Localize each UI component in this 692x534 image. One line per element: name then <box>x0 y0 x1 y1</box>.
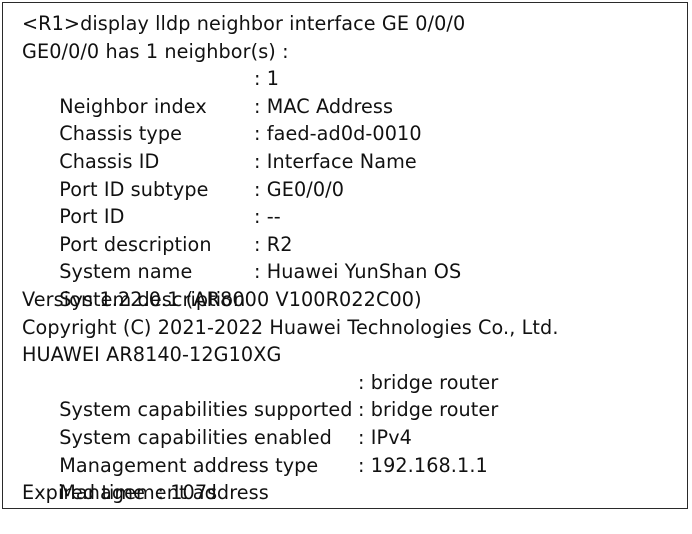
field-row-management-address-type: Management address type : IPv4 <box>22 424 559 477</box>
field-key: Management address type <box>59 453 319 477</box>
field-key: Management address <box>59 481 269 505</box>
field-row-capabilities-enabled: System capabilities enabled : bridge rout… <box>22 396 559 449</box>
field-key: System description <box>59 287 246 311</box>
field-key: System capabilities enabled <box>59 425 332 449</box>
field-key: Chassis ID <box>59 149 160 173</box>
field-row-chassis-id: Chassis ID : faed-ad0d-0010 <box>22 120 559 173</box>
field-value: : bridge router <box>358 398 499 422</box>
field-key: Port ID subtype <box>59 177 209 201</box>
field-value: : Interface Name <box>254 149 417 173</box>
field-value: : bridge router <box>358 370 499 394</box>
field-key: System capabilities supported <box>59 398 353 422</box>
field-row-port-description: Port description : -- <box>22 203 559 256</box>
field-key: Port ID <box>59 205 125 229</box>
field-value: : 192.168.1.1 <box>358 453 488 477</box>
lldp-neighbor-output: <R1>display lldp neighbor interface GE 0… <box>22 10 559 507</box>
field-key: Neighbor index <box>59 94 207 118</box>
terminal-output-panel: <R1>display lldp neighbor interface GE 0… <box>2 2 688 509</box>
field-value: : -- <box>254 205 281 229</box>
field-value: : 1 <box>254 67 280 91</box>
field-row-system-name: System name : R2 <box>22 231 559 284</box>
field-row-capabilities-supported: System capabilities supported: bridge ro… <box>22 369 559 422</box>
description-model-line: HUAWEI AR8140-12G10XG <box>22 343 282 367</box>
field-value: : faed-ad0d-0010 <box>254 122 422 146</box>
field-value: : GE0/0/0 <box>254 177 345 201</box>
field-row-chassis-type: Chassis type : MAC Address <box>22 93 559 146</box>
field-row-port-id-subtype: Port ID subtype : Interface Name <box>22 148 559 201</box>
field-value: : IPv4 <box>358 425 412 449</box>
expired-time-line: Expired time : 107s <box>22 481 218 505</box>
field-value: : Huawei YunShan OS <box>254 260 462 284</box>
field-value: : MAC Address <box>254 94 394 118</box>
field-key: System name <box>59 260 193 284</box>
field-row-port-id: Port ID : GE0/0/0 <box>22 176 559 229</box>
field-key: Port description <box>59 232 212 256</box>
field-value: : R2 <box>254 232 293 256</box>
field-row-management-address: Management address : 192.168.1.1 <box>22 452 559 505</box>
description-copyright-line: Copyright (C) 2021-2022 Huawei Technolog… <box>22 315 559 339</box>
field-row-system-description: System description : Huawei YunShan OS <box>22 258 559 311</box>
description-version-line: Version 1.22.0.1 (AR8000 V100R022C00) <box>22 287 422 311</box>
command-line: <R1>display lldp neighbor interface GE 0… <box>22 12 466 35</box>
neighbor-summary: GE0/0/0 has 1 neighbor(s) : <box>22 39 289 63</box>
field-key: Chassis type <box>59 122 183 146</box>
field-row-neighbor-index: Neighbor index : 1 <box>22 65 559 118</box>
